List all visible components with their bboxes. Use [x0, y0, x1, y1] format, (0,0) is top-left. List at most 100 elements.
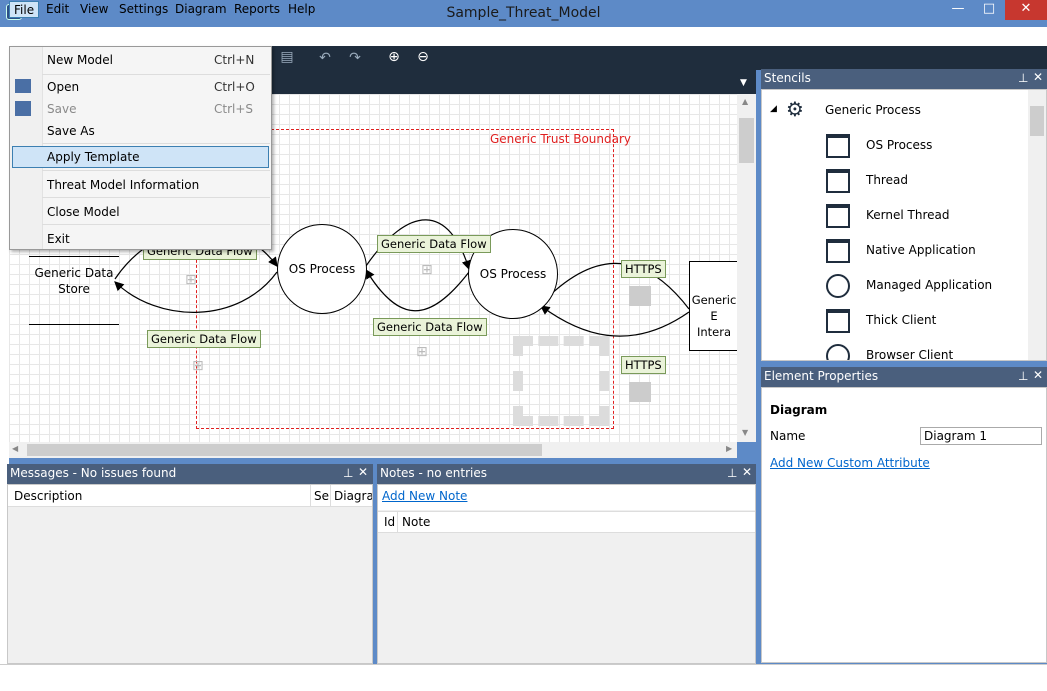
external-interactor-node[interactable]: Generic E Intera [689, 261, 737, 351]
os-process-node-1[interactable]: OS Process [277, 224, 367, 314]
element-properties-panel: Diagram Name Diagram 1 Add New Custom At… [761, 387, 1047, 663]
properties-close-icon[interactable]: ✕ [1033, 368, 1044, 382]
notes-title: Notes - no entries [380, 466, 487, 480]
stencils-scrollbar[interactable] [1028, 90, 1046, 360]
stencil-group-label[interactable]: Generic Process [825, 103, 921, 117]
column-diagram[interactable]: Diagrar [334, 489, 372, 503]
scroll-down-icon[interactable]: ▼ [742, 428, 749, 437]
notes-toolbar [378, 485, 755, 510]
https-key-icon-2 [629, 382, 651, 402]
menu-settings[interactable]: Settings [119, 2, 169, 16]
file-menu-item-label: Open [47, 80, 80, 94]
collapse-arrow-icon[interactable]: ◢ [770, 104, 777, 114]
stencils-close-icon[interactable]: ✕ [1033, 70, 1044, 84]
redo-icon[interactable]: ↷ [349, 50, 361, 66]
notes-pin-icon[interactable]: ⊥ [727, 466, 738, 480]
window-icon [826, 204, 850, 228]
window-icon [826, 134, 850, 158]
file-menu-item-label: New Model [47, 53, 114, 67]
notes-panel-header: Notes - no entries [377, 464, 756, 484]
stencil-managed-application[interactable]: Managed Application [762, 271, 1029, 306]
file-menu-shortcut: Ctrl+O [214, 80, 255, 94]
add-custom-attribute-link[interactable]: Add New Custom Attribute [770, 456, 930, 470]
column-divider [397, 511, 398, 533]
stencil-label: Thread [866, 173, 908, 187]
menu-separator [42, 143, 270, 144]
left-edge [0, 46, 9, 691]
close-window-button[interactable]: ✕ [1005, 0, 1047, 20]
stencil-label: OS Process [866, 138, 933, 152]
minimize-button[interactable]: — [951, 1, 965, 16]
scroll-left-icon[interactable]: ◀ [12, 444, 19, 453]
name-input[interactable]: Diagram 1 [920, 427, 1042, 445]
column-note[interactable]: Note [402, 515, 431, 529]
flow-label-bottom-left[interactable]: Generic Data Flow [147, 330, 261, 348]
stencils-panel-header: Stencils [761, 69, 1047, 89]
https-label-bottom[interactable]: HTTPS [621, 356, 666, 374]
menu-diagram[interactable]: Diagram [175, 2, 227, 16]
flow-label-bottom-mid[interactable]: Generic Data Flow [373, 318, 487, 336]
boundary-watermark-icon [513, 336, 609, 426]
column-id[interactable]: Id [384, 515, 396, 529]
add-new-note-link[interactable]: Add New Note [382, 489, 468, 503]
scroll-right-icon[interactable]: ▶ [726, 444, 733, 453]
menu-help[interactable]: Help [288, 2, 316, 16]
stencil-kernel-thread[interactable]: Kernel Thread [762, 201, 1029, 236]
file-menu-open[interactable]: Open Ctrl+O [11, 76, 270, 98]
canvas-vertical-scrollbar[interactable] [737, 94, 756, 442]
menu-edit[interactable]: Edit [46, 2, 70, 16]
zoom-out-icon[interactable]: ⊖ [417, 49, 429, 65]
undo-icon[interactable]: ↶ [319, 50, 331, 66]
stencil-thick-client[interactable]: Thick Client [762, 306, 1029, 341]
canvas-hscroll-thumb[interactable] [27, 444, 542, 456]
file-menu-apply-template[interactable]: Apply Template [12, 146, 269, 168]
https-label-top[interactable]: HTTPS [621, 260, 666, 278]
menu-separator [42, 74, 270, 75]
zoom-in-icon[interactable]: ⊕ [388, 49, 400, 65]
stencils-scroll-thumb[interactable] [1030, 106, 1044, 136]
messages-close-icon[interactable]: ✕ [358, 465, 369, 479]
stencils-title: Stencils [764, 71, 811, 85]
menu-view[interactable]: View [80, 2, 109, 16]
tab-dropdown-icon[interactable]: ▼ [740, 78, 747, 88]
diagram-canvas[interactable]: Generic Trust Boundary Generic Data Stor… [9, 94, 737, 442]
window-title: Sample_Threat_Model [446, 5, 601, 21]
scroll-up-icon[interactable]: ▲ [742, 97, 749, 106]
properties-pin-icon[interactable]: ⊥ [1018, 369, 1029, 383]
paste-icon[interactable]: ▤ [280, 49, 294, 65]
maximize-button[interactable]: □ [982, 1, 996, 16]
stencil-label: Kernel Thread [866, 208, 950, 222]
https-key-icon-1 [629, 286, 651, 306]
interactor-label-line2: Intera [696, 325, 732, 339]
trust-boundary[interactable] [196, 129, 614, 429]
stencil-label: Managed Application [866, 278, 993, 292]
file-menu-save-as[interactable]: Save As [11, 120, 270, 142]
stencils-panel: ◢ ⚙ Generic Process OS Process Thread Ke… [761, 89, 1047, 361]
file-menu-close-model[interactable]: Close Model [11, 201, 270, 223]
stencil-thread[interactable]: Thread [762, 166, 1029, 201]
canvas-vscroll-thumb[interactable] [739, 118, 754, 163]
stencil-os-process[interactable]: OS Process [762, 131, 1029, 166]
menu-reports[interactable]: Reports [234, 2, 281, 16]
file-menu-exit[interactable]: Exit [11, 228, 270, 250]
menu-file[interactable]: File [9, 1, 40, 18]
column-severity[interactable]: Se [314, 489, 329, 503]
notes-close-icon[interactable]: ✕ [742, 465, 753, 479]
column-description[interactable]: Description [14, 489, 83, 503]
messages-pin-icon[interactable]: ⊥ [343, 466, 354, 480]
flow-label-top-mid[interactable]: Generic Data Flow [377, 235, 491, 253]
messages-panel-header: Messages - No issues found [7, 464, 373, 484]
file-menu-shortcut: Ctrl+S [214, 102, 254, 116]
stencil-browser-client[interactable]: Browser Client [762, 341, 1029, 360]
data-store-node[interactable]: Generic Data Store [29, 265, 119, 297]
messages-title: Messages - No issues found [10, 466, 177, 480]
thick-client-icon [826, 309, 850, 333]
status-bar [0, 664, 1047, 691]
file-menu-threat-model-info[interactable]: Threat Model Information [11, 174, 270, 196]
stencils-pin-icon[interactable]: ⊥ [1018, 71, 1029, 85]
stencil-native-application[interactable]: Native Application [762, 236, 1029, 271]
window-icon [826, 169, 850, 193]
